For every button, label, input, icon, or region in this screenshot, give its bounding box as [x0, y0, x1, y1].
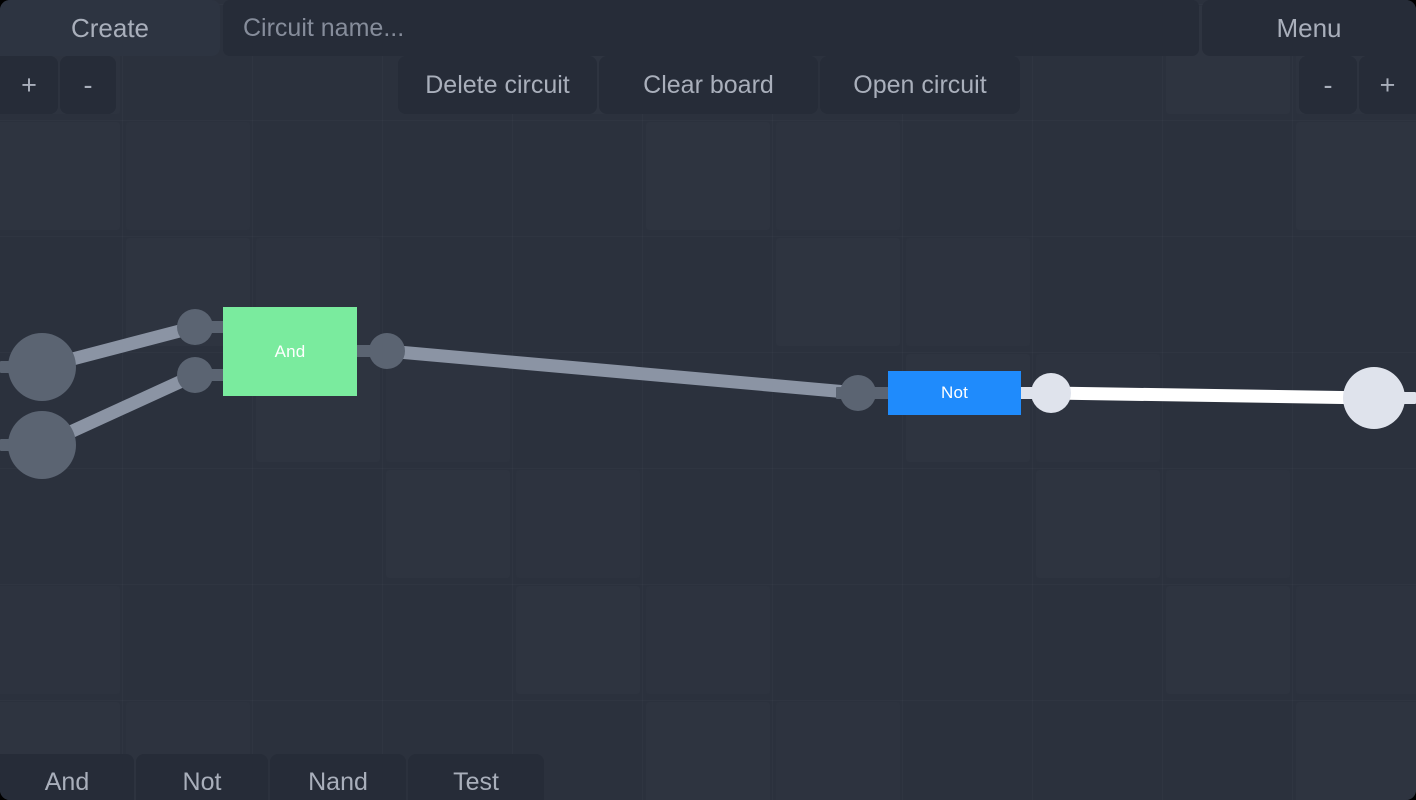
- palette-item-label: Test: [453, 767, 499, 796]
- and-input-bottom[interactable]: [177, 357, 213, 393]
- not-input[interactable]: [840, 375, 876, 411]
- gate-label: Not: [940, 383, 969, 402]
- and-input-top[interactable]: [177, 309, 213, 345]
- palette-item-not[interactable]: Not: [136, 754, 268, 800]
- zoom-out-icon-right[interactable]: -: [1299, 56, 1357, 114]
- zoom-in-icon-left[interactable]: +: [0, 56, 58, 114]
- palette-item-and[interactable]: And: [0, 754, 134, 800]
- palette-item-test[interactable]: Test: [408, 754, 544, 800]
- palette-item-label: And: [44, 767, 90, 796]
- gate-palette-toolbar: And Not Nand Test: [0, 740, 1416, 800]
- and-output[interactable]: [369, 333, 405, 369]
- clear-board-button[interactable]: Clear board: [599, 56, 818, 114]
- gate-label: And: [274, 341, 306, 361]
- not-output[interactable]: [1031, 373, 1071, 413]
- palette-item-label: Nand: [308, 767, 368, 796]
- zoom-in-icon-right[interactable]: +: [1359, 56, 1416, 114]
- menu-button[interactable]: Menu: [1202, 0, 1416, 56]
- zoom-out-icon-left[interactable]: -: [60, 56, 116, 114]
- circuit-name-input[interactable]: [223, 0, 1199, 56]
- top-toolbar-secondary: + - Delete circuit Clear board Open circ…: [0, 56, 1416, 114]
- output-node[interactable]: [1343, 367, 1405, 429]
- palette-item-label: Not: [182, 767, 222, 796]
- input-node-b[interactable]: [8, 411, 76, 479]
- create-button[interactable]: Create: [0, 0, 220, 56]
- open-circuit-button[interactable]: Open circuit: [820, 56, 1020, 114]
- gate-not[interactable]: Not: [888, 371, 1021, 415]
- delete-circuit-button[interactable]: Delete circuit: [398, 56, 597, 114]
- top-toolbar-primary: Create Menu: [0, 0, 1416, 56]
- palette-item-nand[interactable]: Nand: [270, 754, 406, 800]
- gate-and[interactable]: And: [223, 307, 357, 396]
- input-node-a[interactable]: [8, 333, 76, 401]
